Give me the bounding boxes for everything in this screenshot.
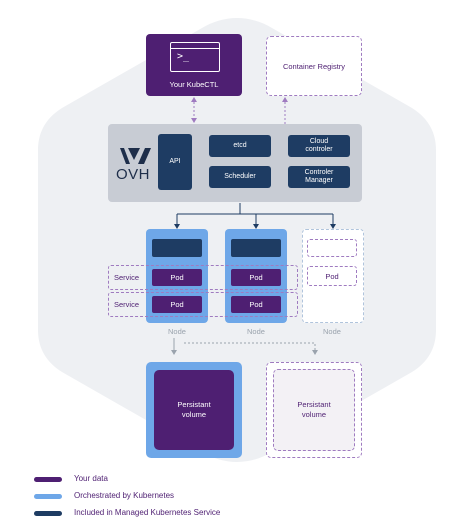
node-1-pod-2: Pod bbox=[152, 296, 202, 313]
service-label-2: Service bbox=[114, 300, 140, 309]
api-box: API bbox=[158, 134, 192, 190]
terminal-icon: >_ bbox=[170, 42, 220, 72]
legend-swatch-orchestrated bbox=[34, 494, 62, 499]
legend: Your data Orchestrated by Kubernetes Inc… bbox=[34, 470, 334, 520]
node-2-pod-1: Pod bbox=[231, 269, 281, 286]
container-registry-box: Container Registry bbox=[266, 36, 362, 96]
controller-manager-box: Controler Manager bbox=[288, 166, 350, 188]
ovh-brand-text: OVH bbox=[116, 166, 151, 183]
cloud-controller-box: Cloud controler bbox=[288, 135, 350, 157]
scheduler-box: Scheduler bbox=[209, 166, 271, 188]
node-2-label: Node bbox=[247, 327, 265, 336]
node-3-label: Node bbox=[323, 327, 341, 336]
legend-swatch-your-data bbox=[34, 477, 62, 482]
ovh-logo-icon bbox=[120, 148, 151, 164]
node-1-agent-bar bbox=[152, 239, 202, 257]
service-label-1: Service bbox=[114, 273, 140, 282]
node-1-pod-1: Pod bbox=[152, 269, 202, 286]
external-persistent-volume: Persistant volume bbox=[266, 362, 362, 458]
legend-label-orchestrated: Orchestrated by Kubernetes bbox=[74, 491, 175, 500]
service-row-2 bbox=[108, 292, 298, 317]
managed-persistent-volume: Persistant volume bbox=[146, 362, 242, 458]
node-2-agent-bar bbox=[231, 239, 281, 257]
service-row-1 bbox=[108, 265, 298, 290]
node-2-pod-2: Pod bbox=[231, 296, 281, 313]
external-persistent-volume-label: Persistant volume bbox=[273, 369, 355, 451]
node-3-pod: Pod bbox=[307, 266, 357, 286]
node-1-label: Node bbox=[168, 327, 186, 336]
kubectl-box: >_ Your KubeCTL bbox=[146, 34, 242, 96]
container-registry-label: Container Registry bbox=[282, 61, 346, 71]
managed-persistent-volume-label: Persistant volume bbox=[154, 370, 234, 450]
node-3-agent-placeholder bbox=[307, 239, 357, 257]
legend-label-managed: Included in Managed Kubernetes Service bbox=[74, 508, 221, 517]
etcd-box: etcd bbox=[209, 135, 271, 157]
legend-swatch-managed bbox=[34, 511, 62, 516]
legend-label-your-data: Your data bbox=[74, 474, 108, 483]
kubectl-label: Your KubeCTL bbox=[169, 80, 219, 89]
